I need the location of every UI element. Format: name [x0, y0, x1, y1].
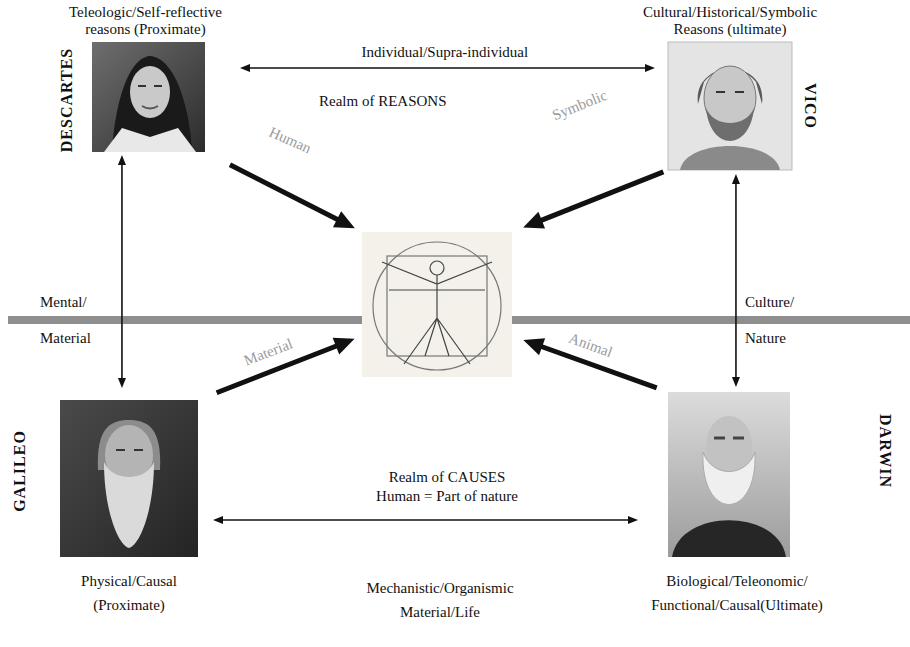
- arrow-head: [523, 338, 545, 355]
- portrait-ground: [92, 42, 205, 152]
- arrow-head: [645, 64, 655, 72]
- portrait-frame: Realm of REASONSRealm of CAUSES Human = …: [362, 232, 512, 377]
- darwin-portrait: [668, 392, 790, 557]
- double-arrow: [732, 174, 740, 387]
- drawing-circle: [373, 242, 501, 370]
- axis-label: Mental/ Material: [40, 284, 110, 356]
- descartes-portrait: [92, 42, 205, 152]
- caption-text: Teleologic/Self-reflective reasons (Prox…: [53, 4, 238, 38]
- portrait-beard: [703, 452, 755, 505]
- double-arrow: [118, 155, 126, 388]
- arrow-shaft: [220, 519, 631, 521]
- portrait-coat: [672, 520, 786, 557]
- figure-head: [430, 261, 444, 275]
- arrow-shaft: [536, 172, 663, 223]
- arrow-head: [732, 174, 740, 184]
- portrait-body: [680, 146, 780, 170]
- arrow-head: [628, 516, 638, 524]
- caption-text: Cultural/Historical/Symbolic Reasons (ul…: [630, 4, 830, 38]
- caption-text: Realm of REASONS: [319, 92, 447, 110]
- caption-text: Physical/Causal (Proximate): [64, 569, 194, 617]
- portrait-frame: DARWINBiological/Teleonomic/ Functional/…: [668, 392, 790, 557]
- person-name: DARWIN: [876, 414, 894, 488]
- axis-label: Individual/Supra-individual: [362, 44, 529, 61]
- arrow-shaft: [230, 165, 342, 222]
- portrait-eyes: [138, 85, 162, 87]
- vitruvian-man: [362, 232, 512, 377]
- thick-arrow: [230, 165, 355, 229]
- thick-arrow: [523, 172, 663, 229]
- caption-text: Biological/Teleonomic/ Functional/Causal…: [637, 569, 837, 617]
- figure-body: [382, 262, 492, 364]
- portrait-frame: Cultural/Historical/Symbolic Reasons (ul…: [668, 42, 792, 170]
- person-name: VICO: [801, 83, 819, 129]
- portrait-ground: [60, 400, 198, 557]
- arrow-head: [240, 64, 250, 72]
- arrow-shaft: [121, 162, 123, 381]
- portrait-face: [706, 416, 752, 474]
- arrow-head: [523, 212, 545, 229]
- arrow-shaft: [247, 67, 648, 69]
- portrait-collar: [104, 128, 196, 152]
- arrow-head: [333, 338, 355, 355]
- portrait-frame: Teleologic/Self-reflective reasons (Prox…: [92, 42, 205, 152]
- double-arrow: [213, 516, 638, 524]
- portrait-beard: [706, 108, 754, 141]
- arrow-head: [213, 516, 223, 524]
- arrow-head: [118, 378, 126, 388]
- arrow-head: [118, 155, 126, 165]
- portrait-eyes: [716, 91, 744, 93]
- portrait-face: [130, 66, 170, 118]
- vico-portrait: [668, 42, 792, 170]
- portrait-ground: [668, 392, 790, 557]
- arrow-shaft: [735, 181, 737, 380]
- person-name: GALILEO: [11, 430, 29, 512]
- caption-text: Realm of CAUSES Human = Part of nature: [370, 468, 525, 506]
- portrait-brows: [714, 437, 744, 440]
- portrait-frame: GALILEOPhysical/Causal (Proximate): [60, 400, 198, 557]
- person-name: DESCARTES: [58, 48, 76, 152]
- arrow-label: Symbolic: [550, 86, 610, 123]
- axis-label: Culture/ Nature: [745, 284, 805, 356]
- portrait-moustache: [142, 106, 158, 109]
- axis-label: Mechanistic/Organismic Material/Life: [355, 576, 525, 624]
- double-arrow: [240, 64, 655, 72]
- arrow-head: [732, 377, 740, 387]
- galileo-portrait: [60, 400, 198, 557]
- arrow-head: [333, 211, 355, 228]
- portrait-eyes: [116, 449, 143, 451]
- drawing-paper: [362, 232, 512, 377]
- portrait-ground: [668, 42, 792, 170]
- portrait-beard: [104, 462, 154, 548]
- arrow-label: Human: [266, 123, 313, 156]
